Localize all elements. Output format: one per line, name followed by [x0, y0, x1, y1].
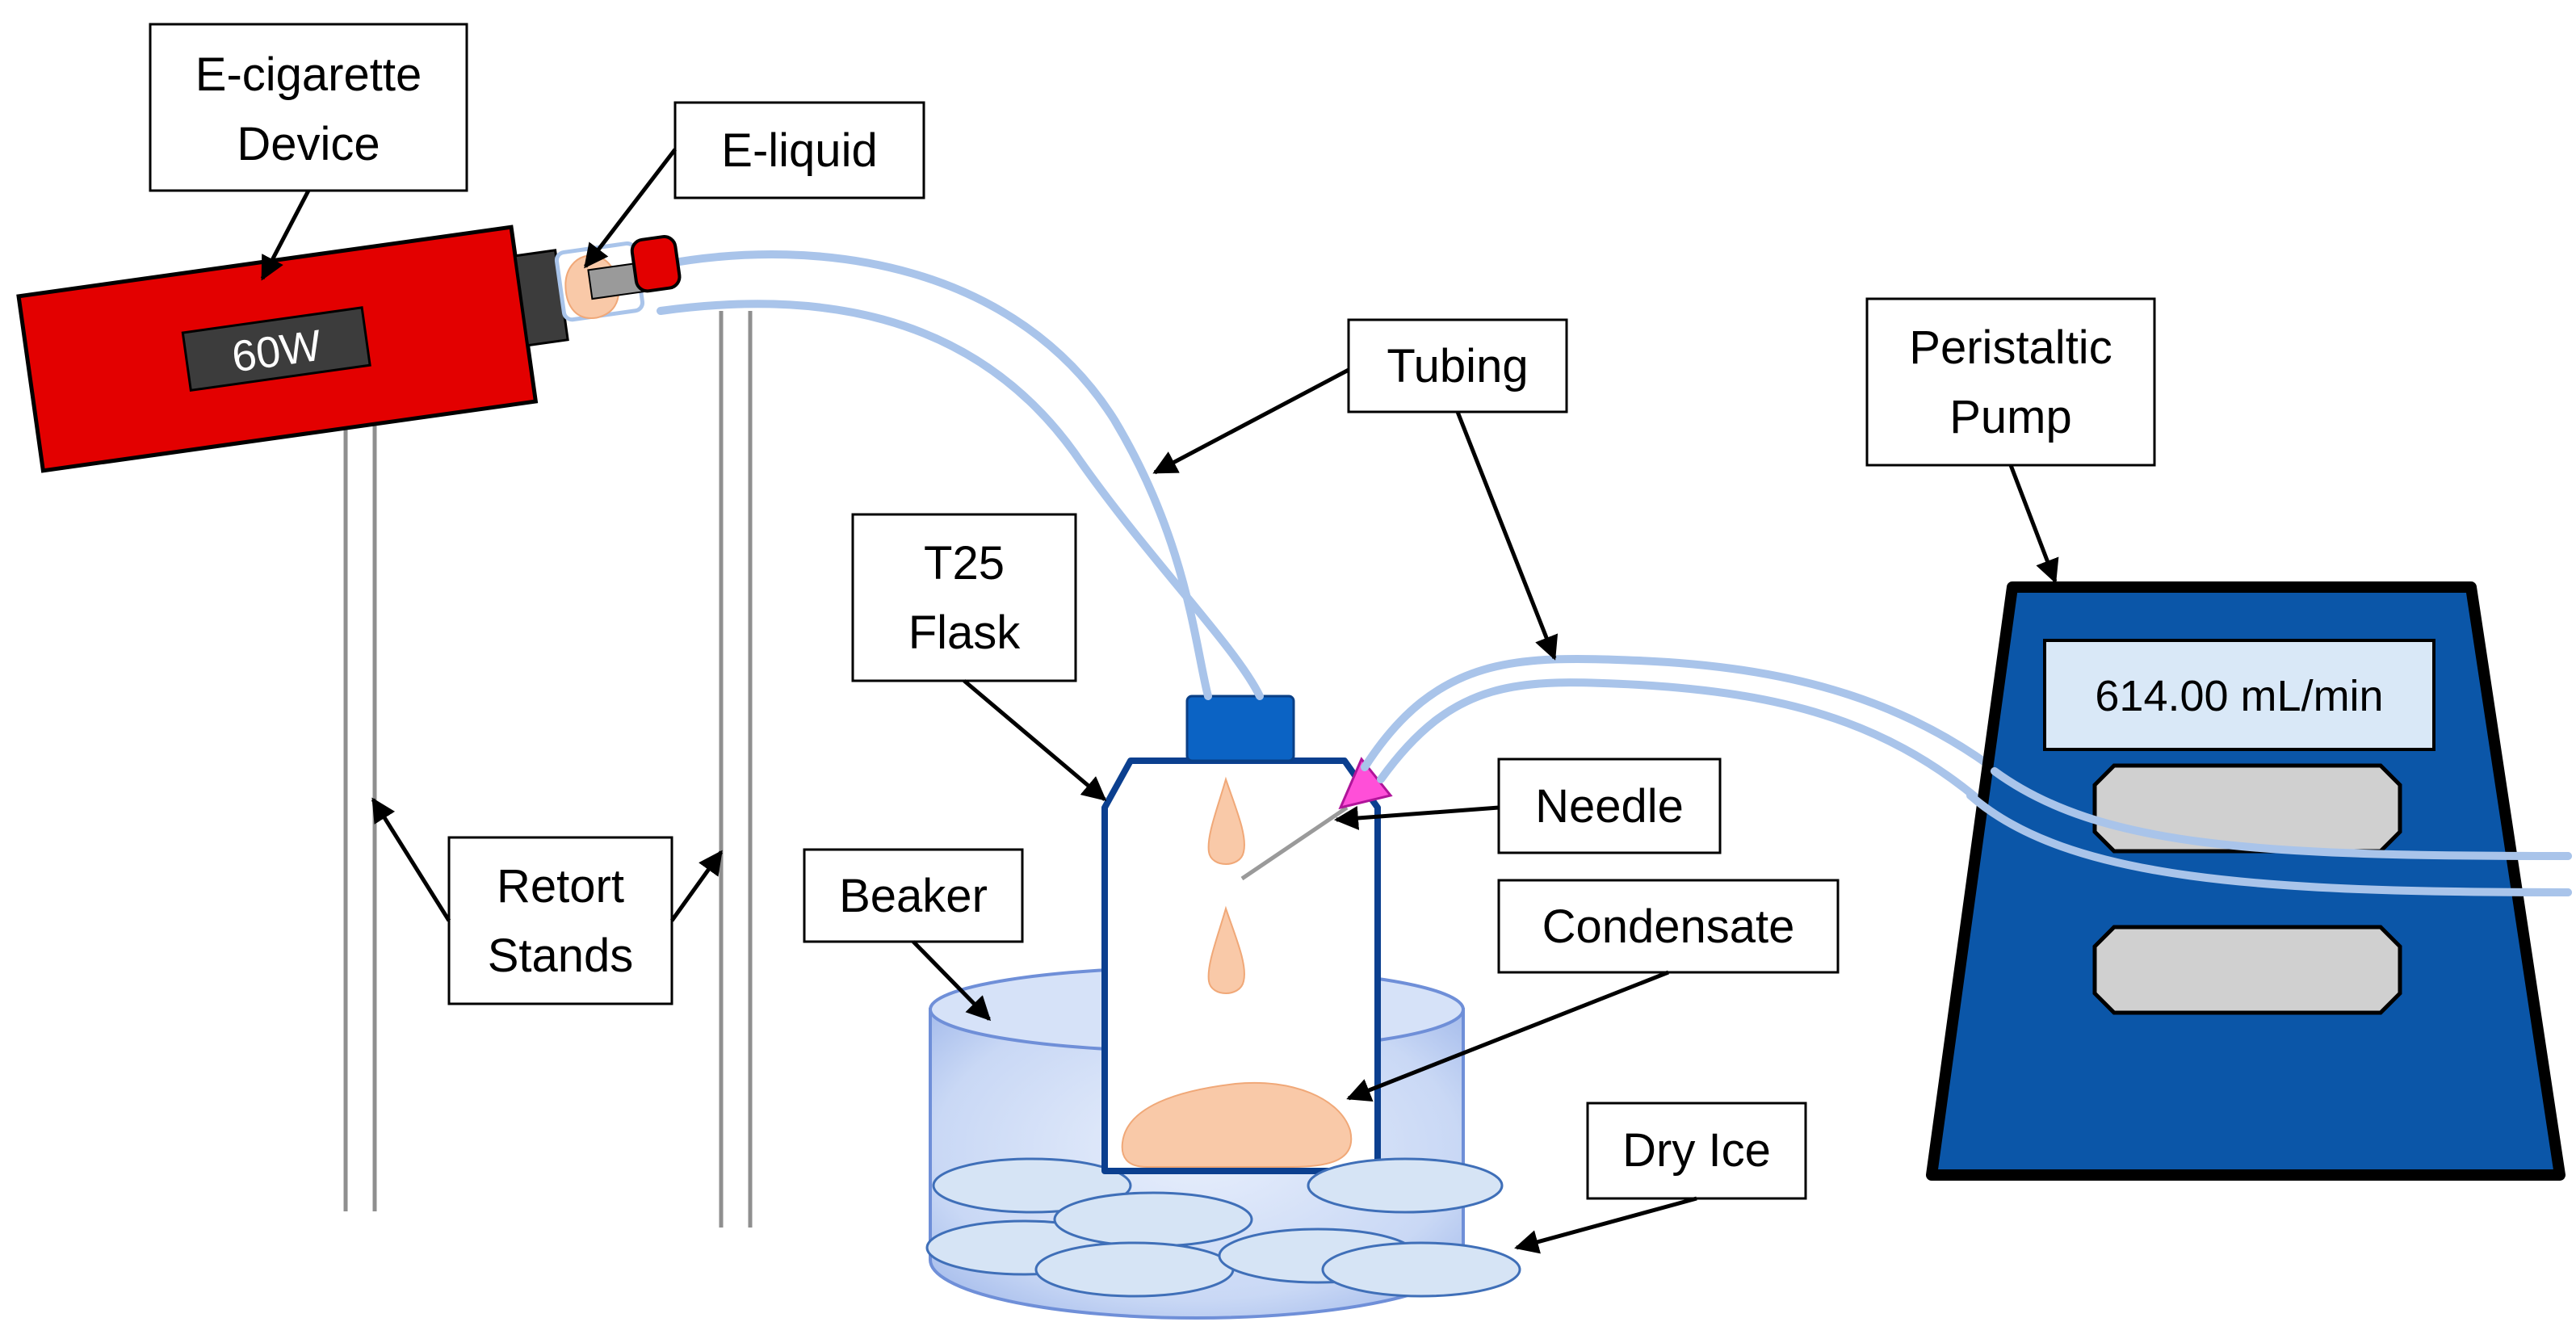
svg-text:Needle: Needle: [1535, 780, 1684, 833]
tubing-over-pump: [1966, 767, 2572, 896]
label-beaker: Beaker: [803, 848, 1024, 943]
retort-stands: [343, 311, 753, 1228]
label-peristaltic-pump: Peristaltic Pump: [1865, 297, 2156, 467]
arrow-beaker: [912, 940, 992, 1022]
dry-ice-pieces-back: [925, 1157, 1253, 1276]
svg-text:Pump: Pump: [1949, 391, 2072, 443]
condensate-pool: [1121, 1081, 1353, 1168]
label-needle: Needle: [1497, 758, 1722, 854]
pump-flow-rate: 614.00 mL/min: [2095, 672, 2383, 720]
svg-text:T25: T25: [924, 537, 1005, 590]
arrow-flask: [963, 679, 1107, 801]
needle: [1240, 757, 1393, 881]
label-retort-stands: Retort Stands: [447, 836, 673, 1005]
svg-text:Dry Ice: Dry Ice: [1622, 1124, 1771, 1177]
arrow-needle: [1334, 805, 1500, 830]
arrow-condensate: [1346, 970, 1669, 1102]
arrow-tubing-1: [1152, 367, 1350, 475]
svg-text:Beaker: Beaker: [839, 870, 988, 922]
needle-hub: [1338, 757, 1393, 810]
condensate-droplet: [1207, 905, 1245, 994]
flask-cap: [1185, 695, 1295, 762]
svg-text:Condensate: Condensate: [1542, 900, 1795, 953]
arrow-eliquid: [584, 148, 677, 269]
ecig-power-display: [181, 306, 371, 392]
arrow-dry-ice: [1514, 1196, 1697, 1254]
dry-ice-pieces-front: [1034, 1157, 1521, 1298]
arrow-ecig-device: [260, 189, 311, 281]
pump-button-2[interactable]: [2092, 925, 2402, 1015]
svg-text:Tubing: Tubing: [1387, 340, 1528, 392]
svg-text:Stands: Stands: [488, 930, 634, 982]
svg-text:E-liquid: E-liquid: [721, 124, 877, 177]
pump-button-1[interactable]: [2092, 763, 2402, 854]
label-condensate: Condensate: [1497, 879, 1840, 974]
svg-text:Flask: Flask: [908, 606, 1022, 659]
ecig-device: 60W: [16, 225, 682, 473]
svg-text:E-cigarette: E-cigarette: [195, 48, 422, 101]
label-eliquid: E-liquid: [673, 101, 925, 199]
leader-arrows: [260, 148, 2059, 1254]
label-t25-flask: T25 Flask: [851, 513, 1077, 682]
t25-flask: [1101, 695, 1381, 1174]
svg-text:Device: Device: [237, 118, 380, 170]
pump-display-screen: [2043, 639, 2435, 751]
tubing-device-to-flask: [657, 250, 1264, 700]
label-ecig-device: E-cigarette Device: [149, 23, 468, 192]
arrow-retort-right: [669, 850, 724, 922]
label-tubing: Tubing: [1347, 318, 1568, 413]
condensate-droplet: [1207, 776, 1245, 865]
arrow-tubing-2: [1455, 411, 1559, 661]
label-dry-ice: Dry Ice: [1586, 1102, 1807, 1200]
svg-text:Retort: Retort: [497, 860, 624, 913]
ecig-mouthpiece: [630, 235, 682, 293]
svg-text:Peristaltic: Peristaltic: [1909, 321, 2112, 374]
arrow-retort-left: [371, 797, 451, 922]
arrow-pump: [2008, 464, 2059, 584]
